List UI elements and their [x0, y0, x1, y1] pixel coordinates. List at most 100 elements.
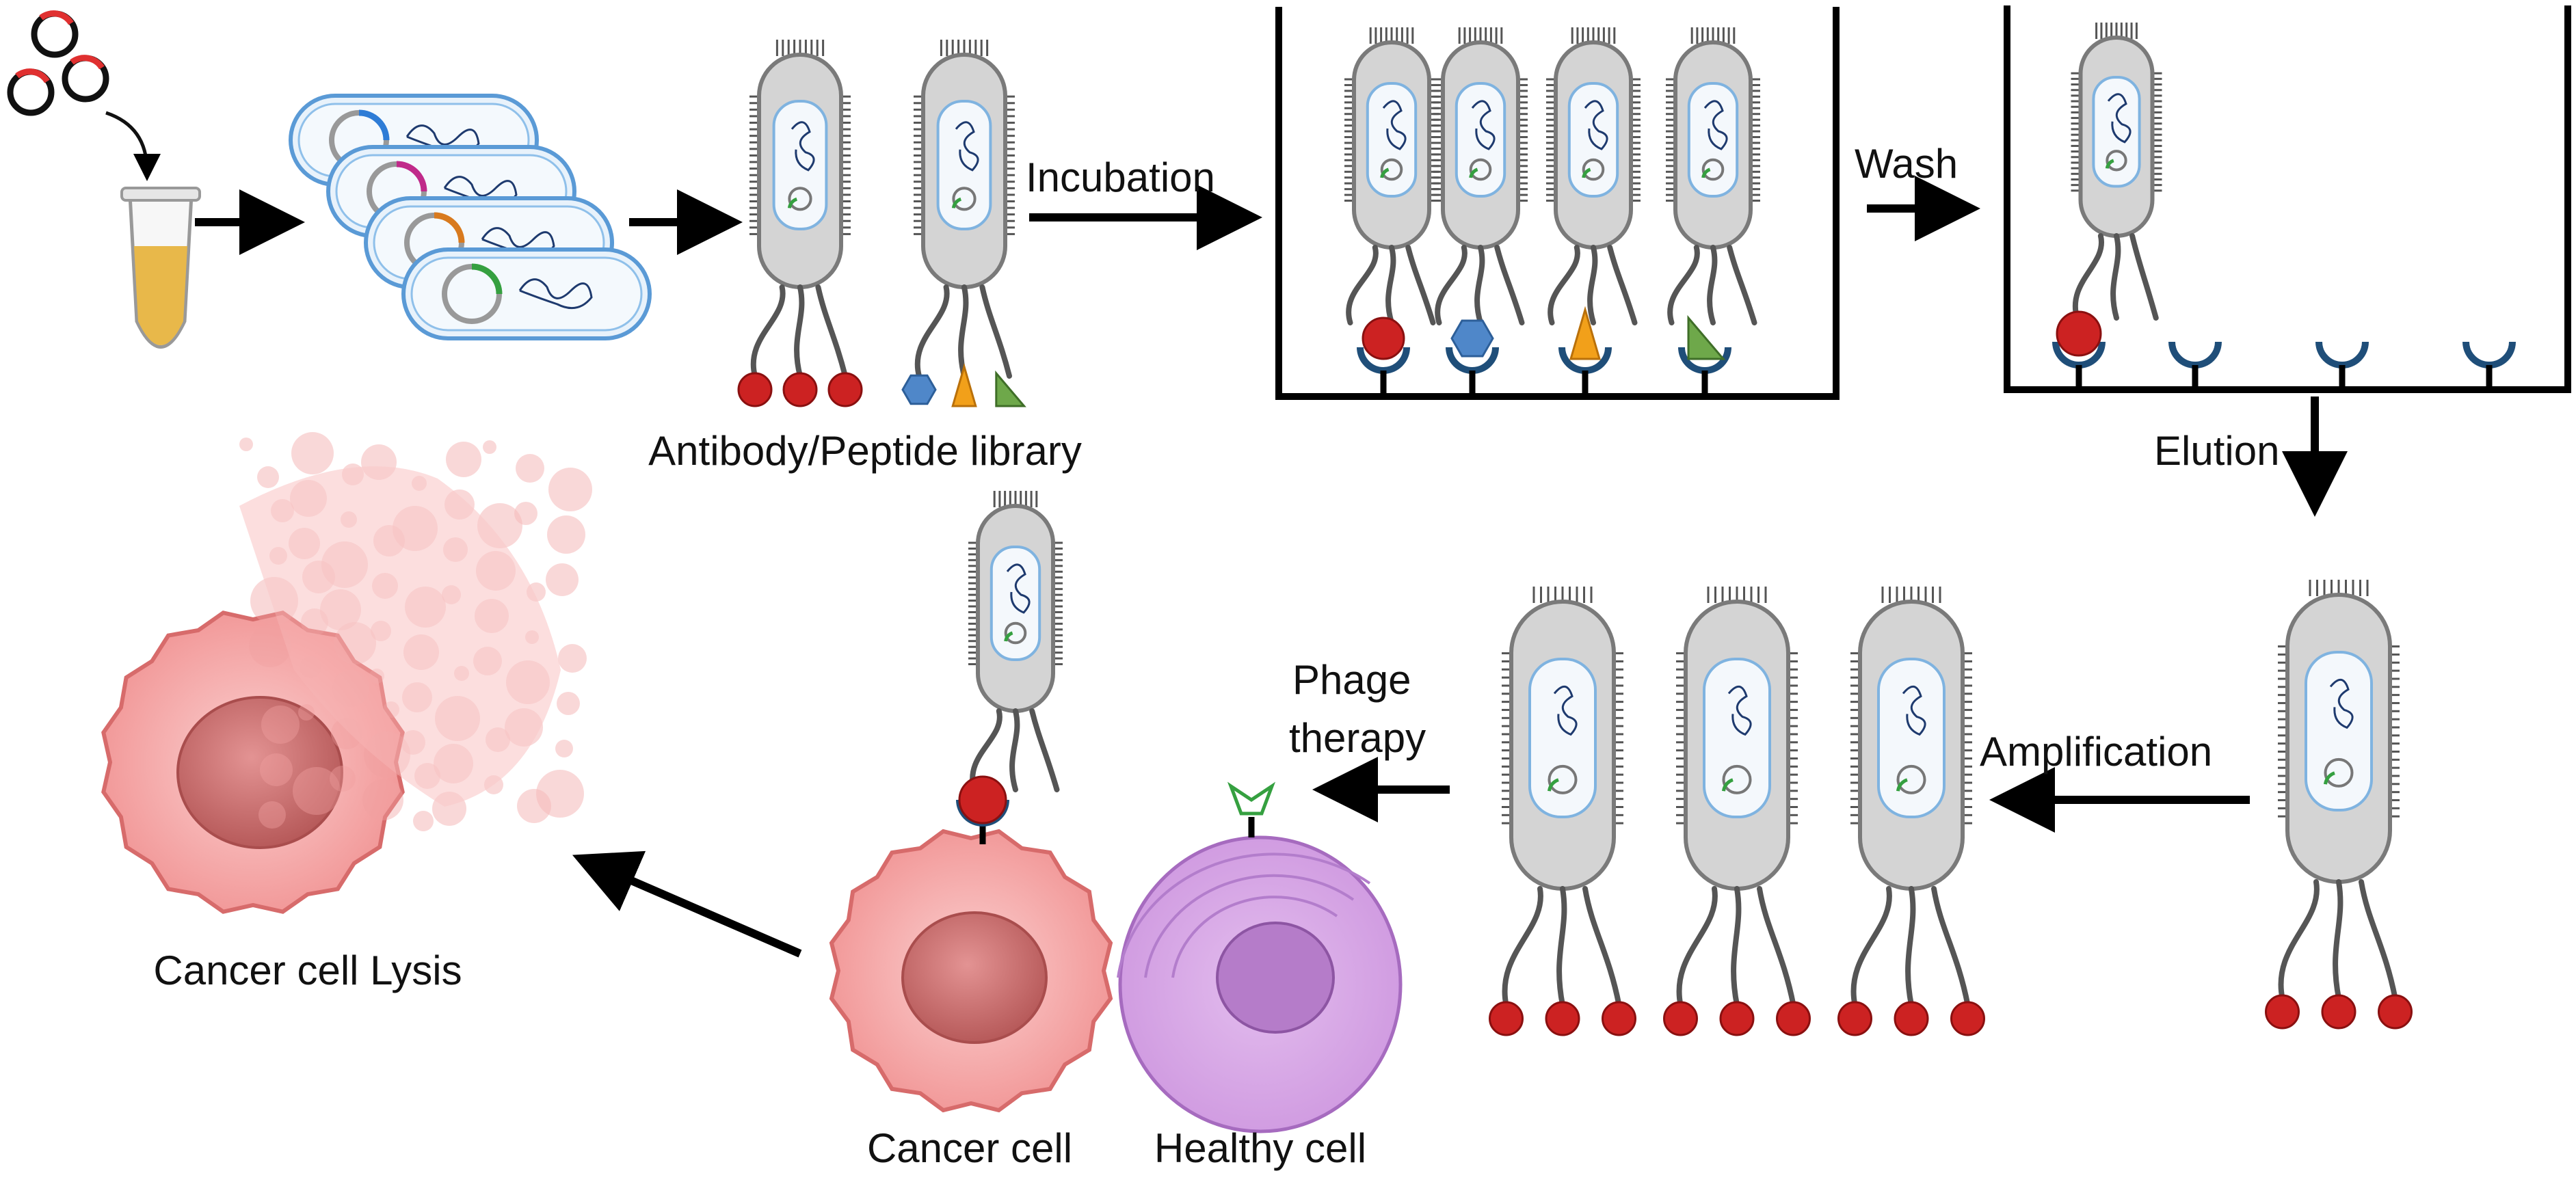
phage-tail-fiber — [1494, 245, 1525, 325]
peptide-triangle-green — [995, 370, 1026, 407]
arrow-plasmid-to-tube — [105, 111, 161, 181]
incubation-receptor — [1446, 347, 1499, 395]
phage-tail-fiber — [958, 284, 969, 379]
phage-genome-chamber — [1877, 658, 1946, 818]
library-label: Antibody/Peptide library — [648, 428, 1082, 474]
antibody-ball — [2321, 994, 2356, 1030]
amplified-phage — [1489, 587, 1636, 1036]
incubation-phage — [1666, 27, 1760, 325]
phage-genome-chamber — [1366, 82, 1418, 198]
phage-tail-fiber — [815, 284, 848, 379]
antibody-ball — [2378, 994, 2413, 1030]
phage-tail-fiber — [979, 284, 1012, 379]
antibody-ball — [1837, 1001, 1872, 1036]
phage-tail-fiber — [2129, 233, 2159, 321]
peptide-triangle-green — [1687, 314, 1726, 360]
incubation-phage — [1433, 27, 1528, 325]
phage-tail-fiber — [750, 284, 786, 379]
bacterium-card — [401, 247, 652, 340]
healthy-er — [1171, 896, 1338, 978]
phage-tail-fiber — [1731, 886, 1742, 1008]
antibody-ball — [827, 372, 863, 407]
antibody-ball — [1663, 1001, 1698, 1036]
library-phage-antibody — [737, 40, 863, 407]
phage-tail-fiber — [1502, 886, 1543, 1008]
phage-plasmid — [952, 187, 977, 211]
healthy-cell-label: Healthy cell — [1154, 1125, 1367, 1171]
wash-receptor-empty — [2462, 341, 2516, 390]
phage-genome-chamber — [1703, 658, 1771, 818]
phage-tail-fiber — [1346, 245, 1379, 325]
receptor-cup — [2462, 341, 2516, 368]
antibody-ball — [737, 372, 773, 407]
phage-genome-chamber — [1687, 82, 1739, 198]
healthy-nucleus — [1216, 922, 1335, 1034]
antibody-ball — [1602, 1001, 1636, 1036]
phage-tail-fiber — [1757, 886, 1796, 1008]
receptor-cup — [2315, 341, 2369, 368]
phage-plasmid — [1548, 764, 1578, 794]
phage-tail-fiber — [794, 284, 805, 379]
tube-cap — [120, 187, 201, 202]
phage-tail-fiber — [2333, 879, 2343, 1001]
tube-liquid — [134, 246, 187, 345]
incubation-receptor — [1357, 347, 1410, 395]
phage-tail-fiber — [1905, 886, 1916, 1008]
phage-plasmid — [1701, 158, 1725, 181]
phage-plasmid — [2106, 150, 2127, 172]
peptide-hexagon — [1450, 319, 1494, 358]
phage-tail-fiber — [1556, 886, 1567, 1008]
antibody-ball — [1894, 1001, 1929, 1036]
phage-genome-chamber — [990, 546, 1041, 661]
phage-tail-fiber — [1727, 245, 1757, 325]
phage-tail-fiber — [1405, 245, 1436, 325]
phage-tail-fiber — [1676, 886, 1718, 1008]
amplified-phage — [1837, 587, 1985, 1036]
phage-plasmid — [788, 187, 812, 211]
phage-plasmid — [1722, 764, 1752, 794]
wash-phage — [2071, 23, 2162, 321]
phage-genome-chamber — [2092, 76, 2141, 188]
phage-plasmid — [1380, 158, 1403, 181]
phage-tail-fiber — [1582, 886, 1622, 1008]
eluted-phage — [2265, 580, 2413, 1030]
peptide-hexagon — [901, 374, 937, 405]
phage-tail-fiber — [1667, 245, 1700, 325]
lysing-cancer-nucleus — [176, 696, 343, 849]
phage-tail-fiber — [2073, 233, 2105, 321]
healthy-receptor — [1227, 781, 1276, 816]
phage-tail-fiber — [1435, 245, 1468, 325]
phage-plasmid — [1469, 158, 1492, 181]
antibody-ball — [2265, 994, 2300, 1030]
phage-tail-fiber — [1587, 245, 1598, 325]
phage-genome-chamber — [1528, 658, 1597, 818]
phage-therapy-label-line2: therapy — [1289, 715, 1426, 761]
phage-tail-fiber — [1385, 245, 1396, 325]
incubation-receptor — [1678, 347, 1731, 395]
receptor-cup — [2168, 341, 2222, 368]
phage-tail-fiber — [2359, 879, 2398, 1001]
phage-plasmid — [1896, 764, 1926, 794]
antibody-ball — [782, 372, 818, 407]
phage-plasmid — [1004, 621, 1027, 645]
incubation-label: Incubation — [1026, 155, 1215, 200]
phage-genome-chamber — [2305, 651, 2373, 811]
antibody-ball — [1776, 1001, 1811, 1036]
phage-tail-fiber — [1931, 886, 1971, 1008]
phage-genome-chamber — [1455, 82, 1506, 198]
incubation-phage — [1344, 27, 1439, 325]
phage-plasmid — [2324, 757, 2354, 788]
lysis-label: Cancer cell Lysis — [153, 948, 462, 993]
wash-label: Wash — [1855, 141, 1958, 187]
bacterium-dna — [518, 278, 593, 310]
phage-tail-fiber — [1029, 708, 1060, 792]
incubation-well — [1275, 7, 1840, 400]
library-phage-peptide — [901, 40, 1026, 407]
phage-tail-fiber — [1707, 245, 1718, 325]
antibody-ball — [1950, 1001, 1985, 1036]
healthy-er — [1117, 852, 1371, 978]
wash-receptor-empty — [2168, 341, 2222, 390]
antibody-ball — [1719, 1001, 1755, 1036]
